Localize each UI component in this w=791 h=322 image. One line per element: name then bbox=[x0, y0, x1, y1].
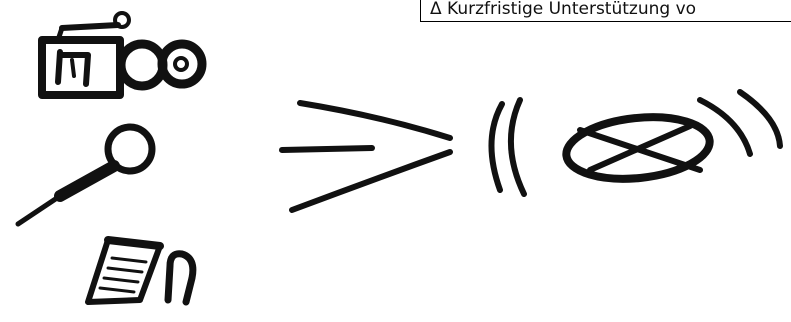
video-camera-icon bbox=[38, 11, 207, 99]
broadcast-lines-icon bbox=[279, 97, 527, 213]
microphone-icon bbox=[15, 123, 156, 227]
caption-box: Δ Kurzfristige Unterstützung vo bbox=[420, 0, 791, 22]
notepad-pen-icon bbox=[85, 236, 197, 306]
caption-text: Δ Kurzfristige Unterstützung vo bbox=[430, 0, 697, 19]
satellite-dish-icon bbox=[562, 89, 783, 183]
